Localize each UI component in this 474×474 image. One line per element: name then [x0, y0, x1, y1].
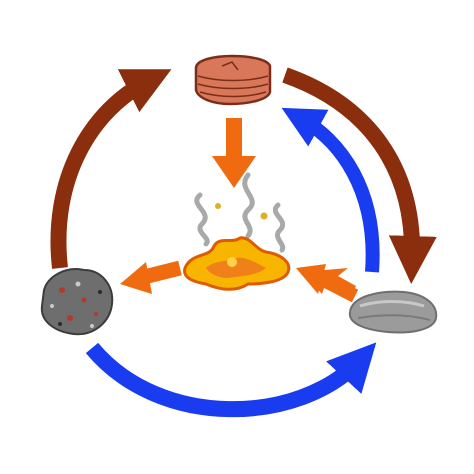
- metamorphic-rock-icon: [348, 290, 438, 334]
- arrow-igneous-to-sedimentary: [50, 69, 172, 269]
- arrow-sedimentary-to-magma: [212, 118, 256, 188]
- arrow-magma-to-igneous: [120, 260, 182, 294]
- arrow-sedimentary-to-metamorphic: [282, 67, 437, 284]
- steam-icon: [194, 172, 286, 253]
- arrow-igneous-to-metamorphic: [85, 342, 377, 418]
- arrow-metamorphic-to-sedimentary: [281, 107, 380, 273]
- lava-icon: [183, 236, 291, 291]
- igneous-rock-icon: [40, 268, 114, 336]
- sedimentary-rock-icon: [194, 54, 272, 106]
- arrow-metamorphic-to-magma: [296, 264, 359, 303]
